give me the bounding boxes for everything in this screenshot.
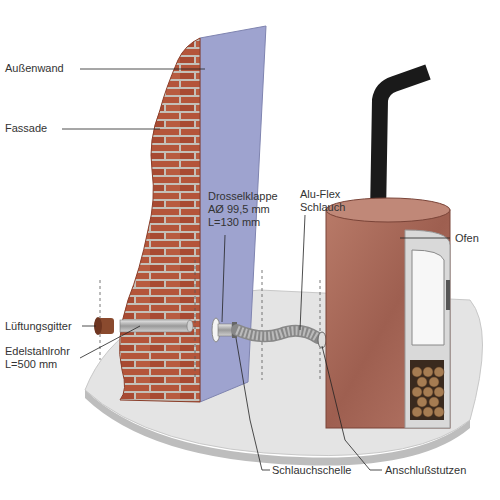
facade-label: Fassade	[5, 122, 75, 135]
stove-label: Ofen	[455, 232, 500, 245]
wall-label: Außenwand	[5, 62, 95, 75]
connector-label: Anschlußstutzen	[385, 464, 495, 477]
clamp-label: Schlauchschelle	[272, 464, 372, 477]
hose-label: Alu-Flex Schlauch	[300, 188, 355, 214]
grille-label: Lüftungsgitter	[5, 320, 85, 333]
pipe-label: Edelstahlrohr L=500 mm	[5, 345, 85, 371]
flap-label: Drosselklappe AØ 99,5 mm L=130 mm	[208, 190, 288, 229]
